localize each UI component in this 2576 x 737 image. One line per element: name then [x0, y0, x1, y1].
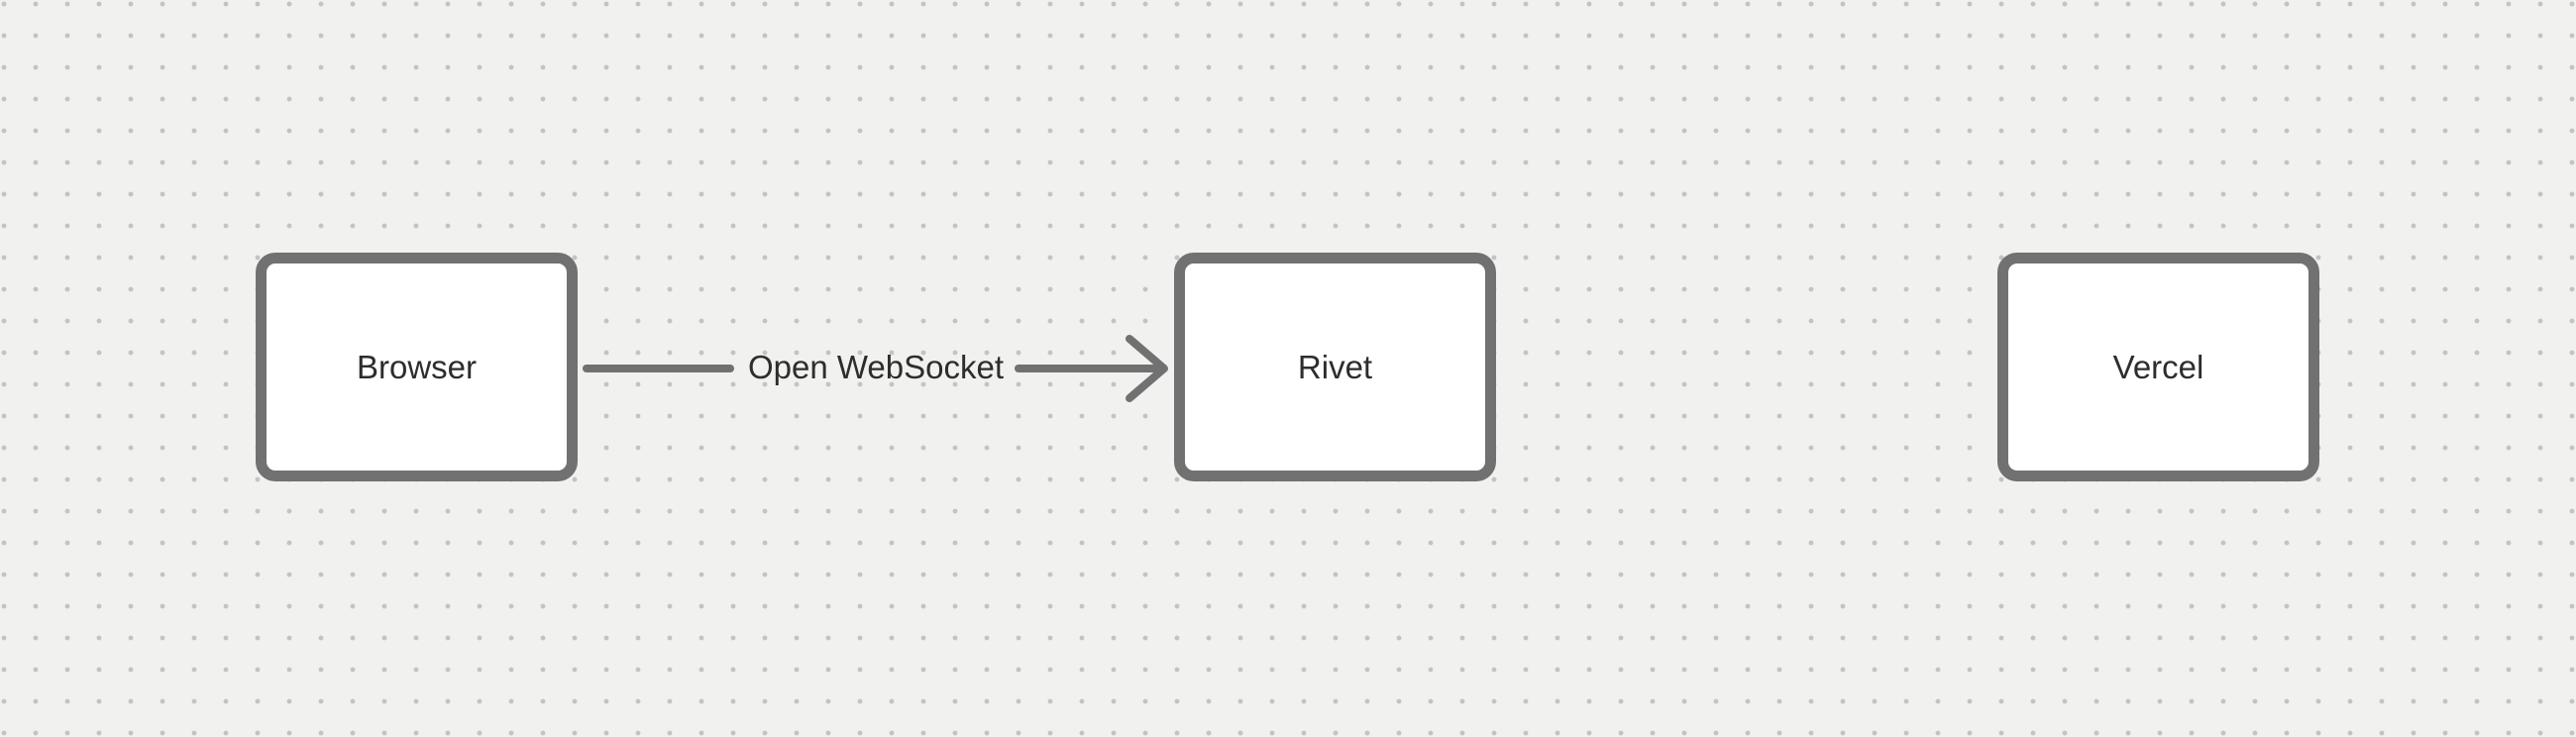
- node-browser-label: Browser: [356, 348, 478, 385]
- node-rivet[interactable]: Rivet: [1174, 253, 1496, 481]
- node-vercel[interactable]: Vercel: [1997, 253, 2319, 481]
- node-vercel-label: Vercel: [2112, 348, 2204, 385]
- arrowhead-icon: [1126, 335, 1168, 402]
- node-browser[interactable]: Browser: [256, 253, 578, 481]
- edge-label-open-websocket[interactable]: Open WebSocket: [747, 349, 1005, 385]
- node-rivet-label: Rivet: [1297, 348, 1373, 385]
